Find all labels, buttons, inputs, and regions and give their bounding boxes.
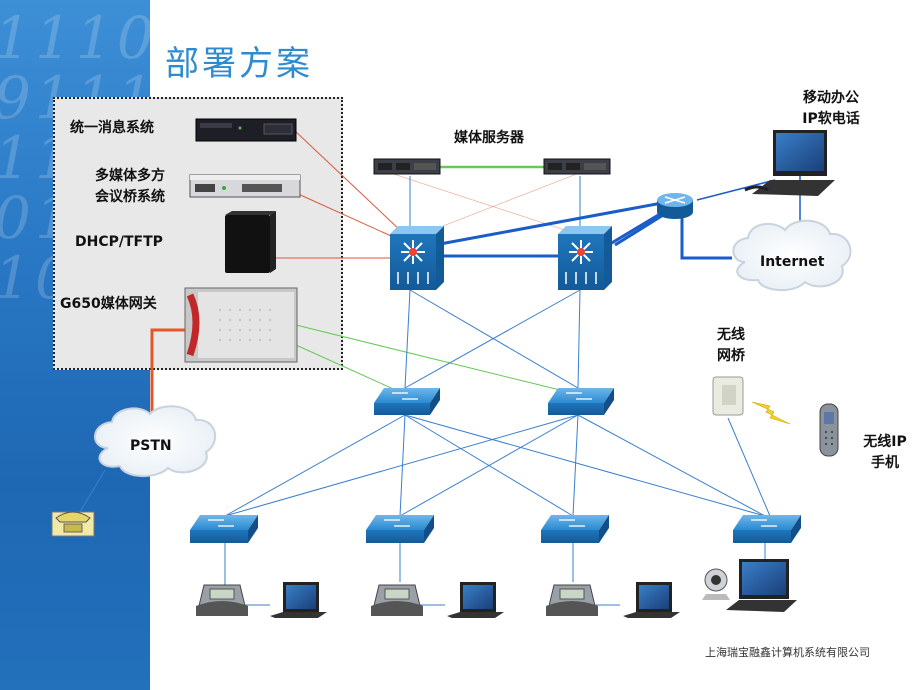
label-dhcp-tftp: DHCP/TFTP — [75, 234, 163, 250]
label-pstn: PSTN — [130, 438, 172, 454]
core-switch-right-icon — [558, 226, 612, 290]
page-title: 部署方案 — [165, 44, 313, 84]
access-switch-1-icon — [190, 515, 258, 543]
mobile-office-laptop-icon — [744, 130, 835, 196]
computer-3-icon — [623, 582, 680, 618]
label-wireless-ip-phone: 无线IP 手机 — [863, 434, 907, 471]
label-wireless-bridge: 无线 网桥 — [717, 327, 745, 364]
internet-cloud-icon — [732, 219, 852, 291]
pstn-cloud-icon — [94, 405, 217, 477]
label-g650-gateway: G650媒体网关 — [60, 296, 157, 312]
wireless-bridge-icon — [712, 376, 744, 416]
access-switch-2-icon — [366, 515, 434, 543]
access-switch-3-icon — [541, 515, 609, 543]
mobile-phone-icon — [819, 403, 839, 457]
media-server-left-icon — [373, 158, 441, 175]
router-icon — [657, 193, 693, 219]
links — [79, 129, 801, 606]
distribution-switch-left-icon — [374, 388, 440, 415]
distribution-switch-right-icon — [548, 388, 614, 415]
conference-bridge-server-icon — [189, 174, 301, 198]
media-server-right-icon — [543, 158, 611, 175]
dhcp-tftp-server-icon — [225, 211, 276, 273]
laptop-endpoint-icon — [726, 559, 797, 612]
ip-phone-2-icon — [371, 584, 423, 616]
label-media-servers: 媒体服务器 — [454, 130, 524, 146]
label-multimedia-conference: 多媒体多方 会议桥系统 — [95, 168, 165, 205]
computer-1-icon — [270, 582, 327, 618]
unified-messaging-server-icon — [195, 118, 297, 142]
access-switch-4-icon — [733, 515, 801, 543]
ip-phone-1-icon — [196, 584, 248, 616]
footer-company: 上海瑞宝融鑫计算机系统有限公司 — [705, 646, 870, 659]
label-internet: Internet — [760, 254, 825, 270]
core-switch-left-icon — [390, 226, 444, 290]
webcam-icon — [702, 568, 730, 600]
label-unified-messaging: 统一消息系统 — [70, 120, 154, 136]
g650-gateway-icon — [184, 287, 298, 363]
computer-2-icon — [447, 582, 504, 618]
wireless-signal-icon — [751, 401, 791, 425]
telephone-icon — [51, 511, 95, 537]
ip-phone-3-icon — [546, 584, 598, 616]
label-mobile-office: 移动办公 IP软电话 — [802, 90, 860, 127]
